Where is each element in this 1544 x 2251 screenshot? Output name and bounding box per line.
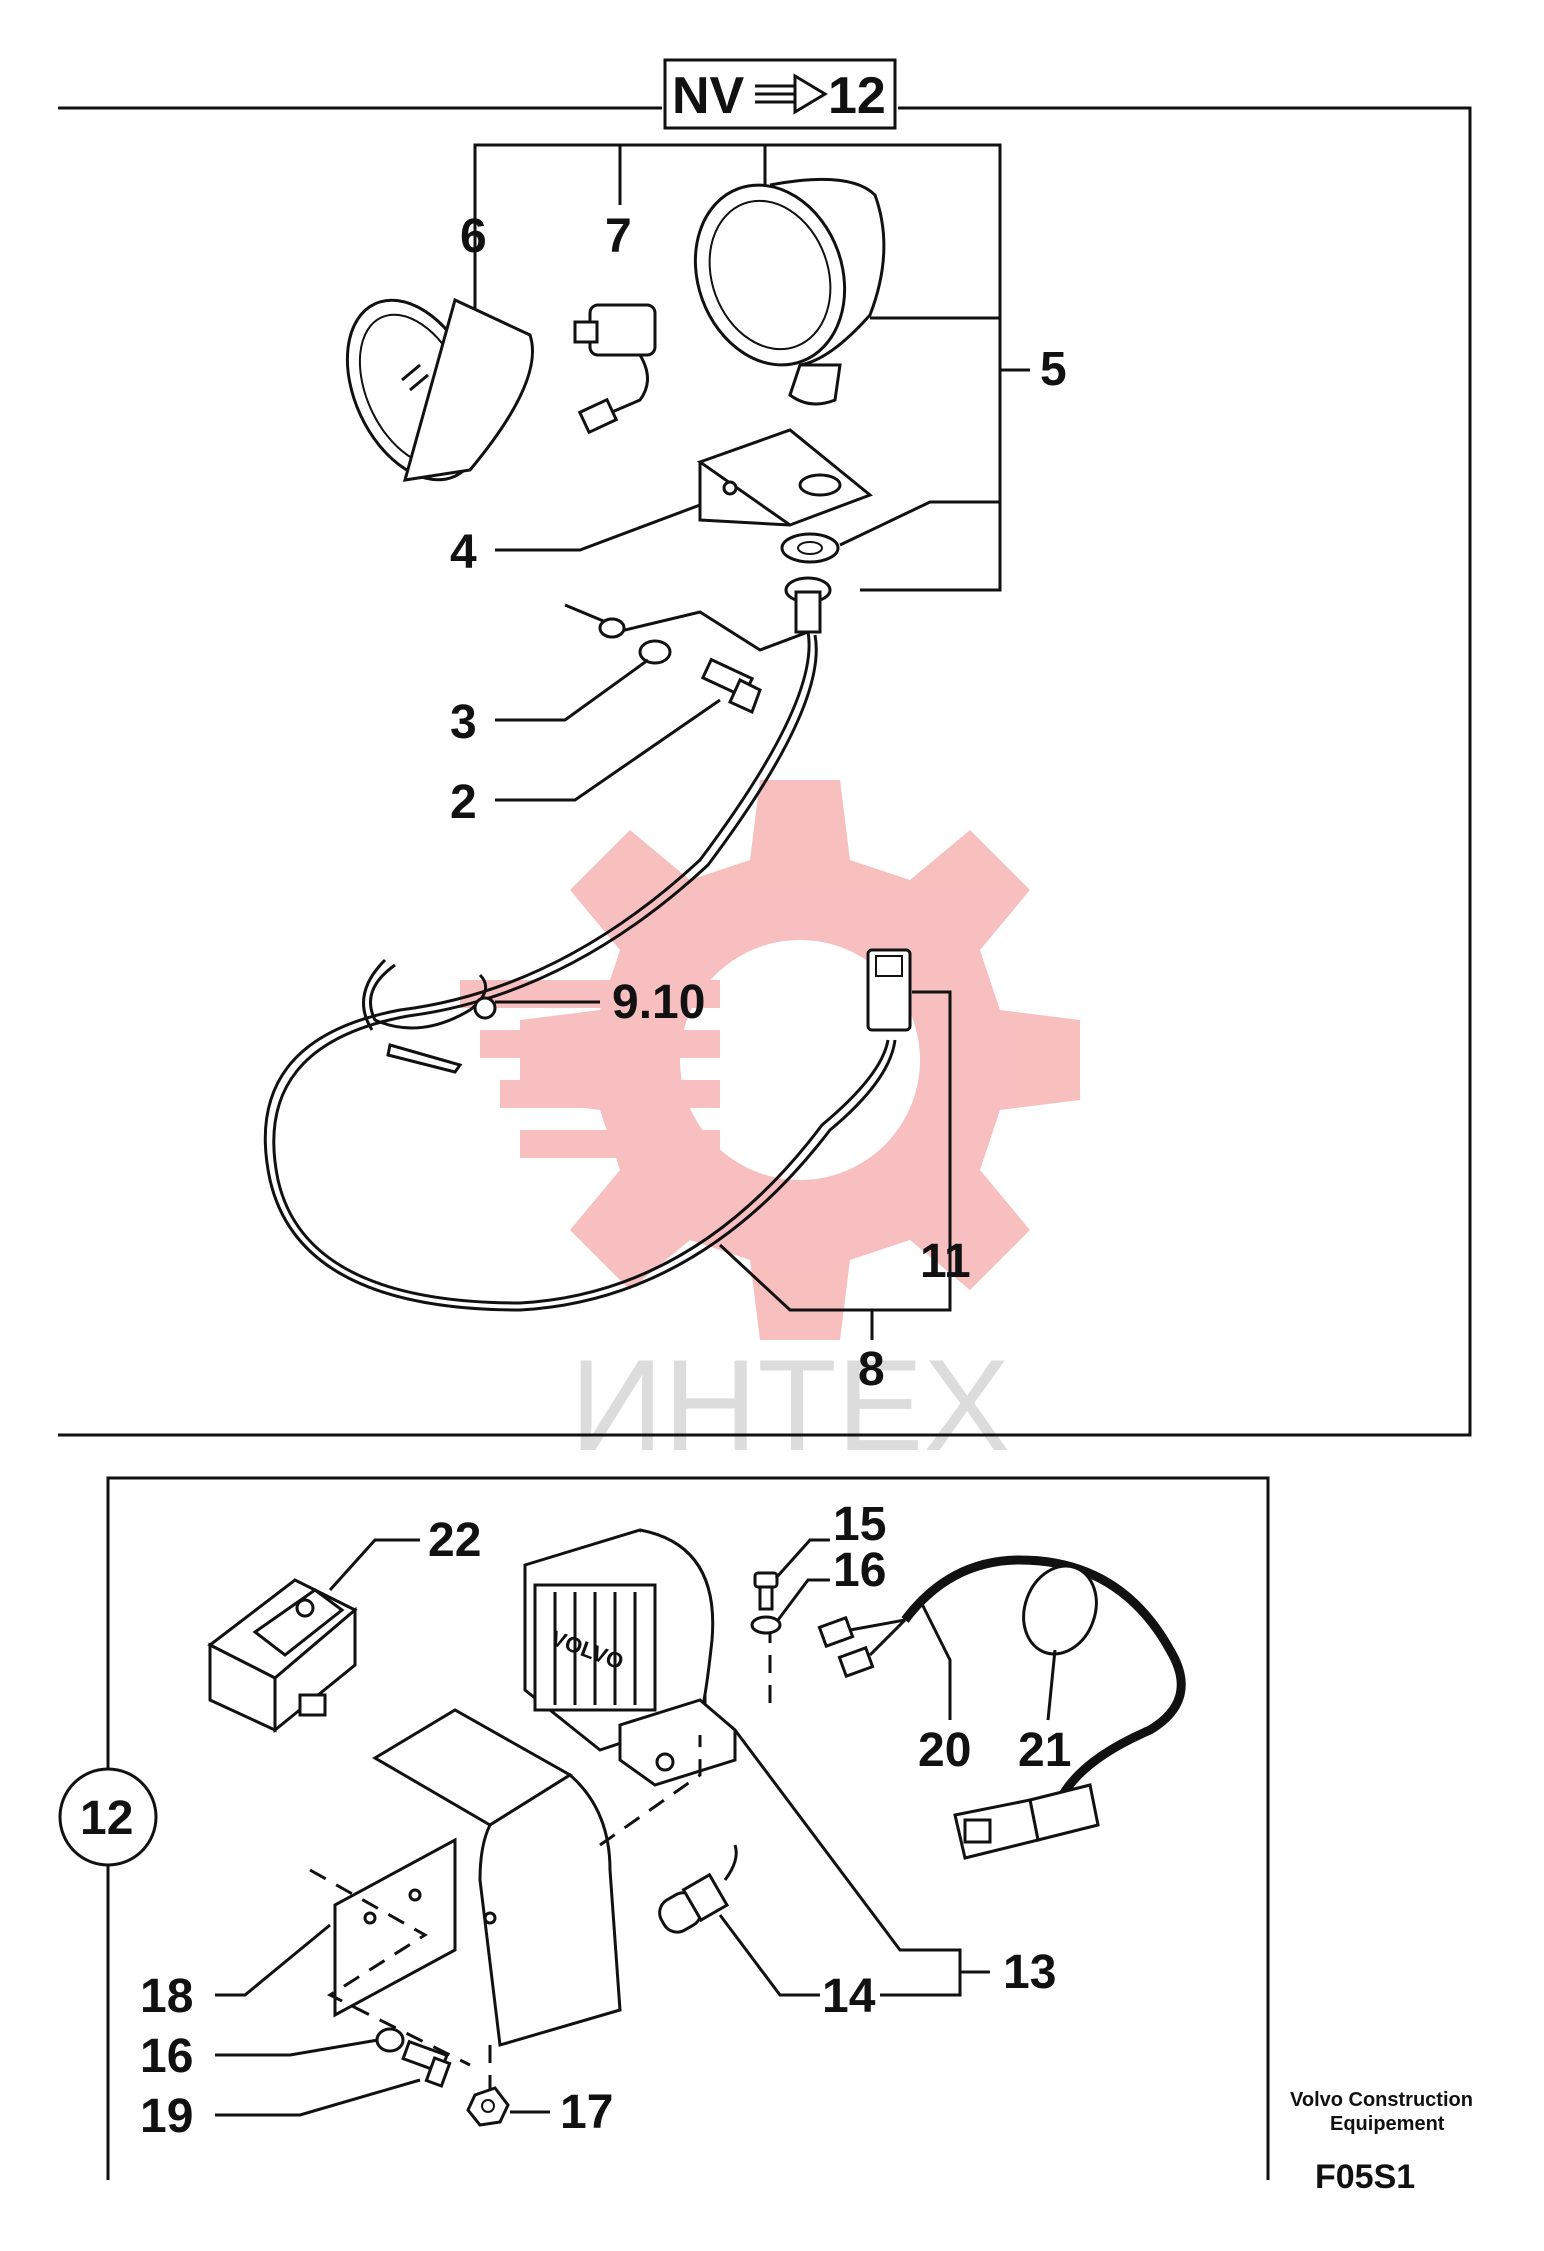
callout-16-bottom: 16 [140, 2030, 193, 2083]
callout-16-top: 16 [833, 1544, 886, 1597]
watermark-text: ИНТЕХ [570, 1332, 1010, 1478]
callout-9-10: 9.10 [612, 976, 705, 1029]
part-nut [780, 532, 840, 564]
footer-maker-line1: Volvo Construction [1290, 2089, 1473, 2111]
part-cable-8 [263, 631, 897, 1312]
callout-17: 17 [560, 2086, 613, 2139]
part-bulb-7 [573, 303, 657, 435]
header-suffix: 12 [828, 67, 886, 125]
part-work-lamp-13: VOLVO [523, 1528, 737, 1787]
callout-12: 12 [80, 1792, 133, 1845]
callout-20: 20 [918, 1724, 971, 1777]
part-bolt-19 [401, 2039, 452, 2088]
footer-figure-code: F05S1 [1315, 2158, 1415, 2196]
part-washer-16-bottom [375, 2027, 405, 2053]
group-bracket-line [473, 143, 1002, 592]
callout-13: 13 [1003, 1946, 1056, 1999]
reference-circle-12 [58, 1767, 158, 1867]
harness-connector [953, 1783, 1100, 1860]
part-screw-15 [753, 1571, 779, 1611]
part-rocker-switch-22 [207, 1578, 358, 1734]
part-bolt-2 [700, 657, 762, 715]
watermark-gear-logo [460, 780, 1080, 1340]
callout-2: 2 [450, 776, 477, 829]
part-washer-small [598, 617, 626, 639]
callout-19: 19 [140, 2090, 193, 2143]
callout-5: 5 [1040, 343, 1067, 396]
callout-4: 4 [450, 526, 477, 579]
part-cable-tie-9-10 [362, 958, 497, 1074]
part-washer-3 [638, 639, 672, 665]
callout-3: 3 [450, 696, 477, 749]
part-bracket-4 [696, 428, 873, 527]
callout-14: 14 [822, 1970, 876, 2023]
callout-8: 8 [858, 1343, 885, 1396]
top-frame [58, 106, 1472, 1437]
footer-maker-line2: Equipement [1330, 2113, 1445, 2135]
light-icon [295, 1598, 315, 1618]
callout-22: 22 [428, 1514, 481, 1567]
part-bulb-14 [658, 1844, 738, 1934]
lamp-grille [553, 1592, 637, 1705]
callout-15: 15 [833, 1498, 886, 1551]
callout-11: 11 [920, 1235, 971, 1288]
part-lamp-housing-5 [693, 177, 886, 406]
header-reference-box: NV 12 [663, 58, 897, 130]
callout-21: 21 [1018, 1724, 1071, 1777]
callout-18: 18 [140, 1970, 193, 2023]
part-reflector-6 [345, 297, 534, 482]
part-cover-bracket [333, 1708, 622, 2047]
part-washer-16-top [750, 1615, 782, 1635]
part-connector-11 [866, 948, 912, 1032]
part-harness-20 [817, 1555, 1186, 1860]
header-prefix: NV [672, 67, 745, 125]
callout-6: 6 [460, 210, 487, 263]
arrow-icon [755, 73, 828, 115]
part-gasket-21 [1022, 1564, 1098, 1656]
callout-7: 7 [605, 210, 632, 263]
part-nut-17 [466, 2086, 510, 2127]
part-grommet [784, 576, 832, 634]
